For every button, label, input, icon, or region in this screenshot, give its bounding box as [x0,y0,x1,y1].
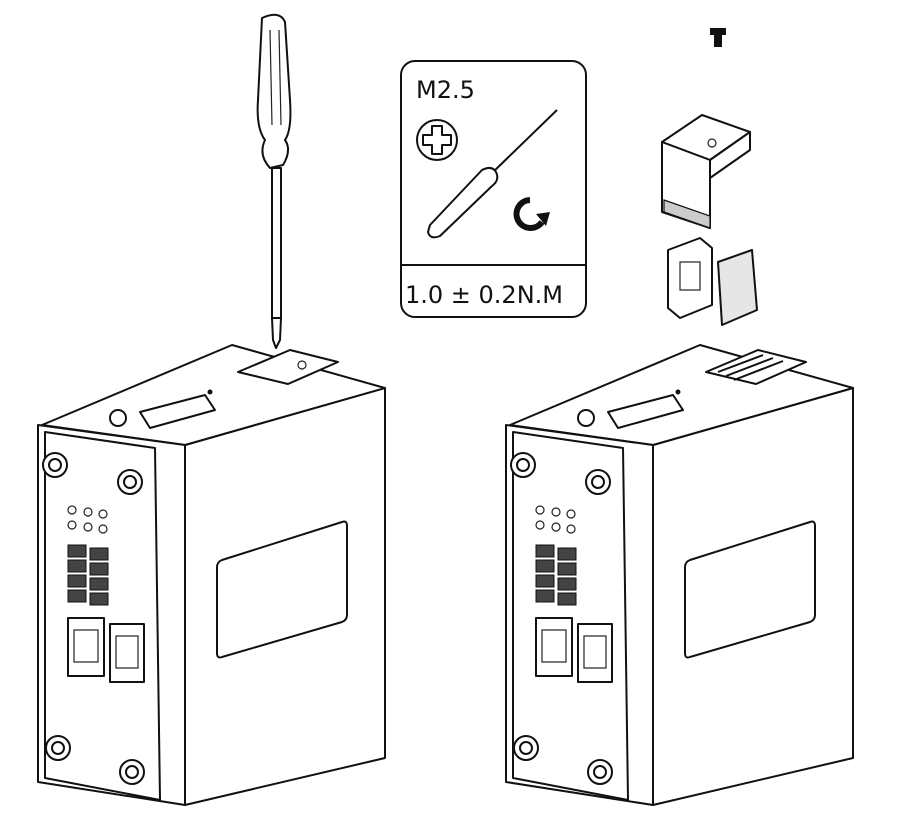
clockwise-rotate-icon [513,197,550,231]
phillips-head-icon [416,119,458,161]
torque-spec-card: M2.5 1.0 ± 0.2N.M [400,60,587,318]
router-device-left [37,344,386,806]
torque-value-label: 1.0 ± 0.2N.M [405,281,563,309]
screw-icon [710,28,726,47]
sim-card-icon [667,237,758,326]
screwdriver-icon [256,13,292,349]
router-device-right [505,344,854,806]
sim-slot [705,349,807,385]
screw-size-label: M2.5 [416,76,475,104]
sim-cover-plate [237,349,339,385]
screwdriver-small-icon [427,109,558,239]
sim-cover-bracket [661,28,751,229]
